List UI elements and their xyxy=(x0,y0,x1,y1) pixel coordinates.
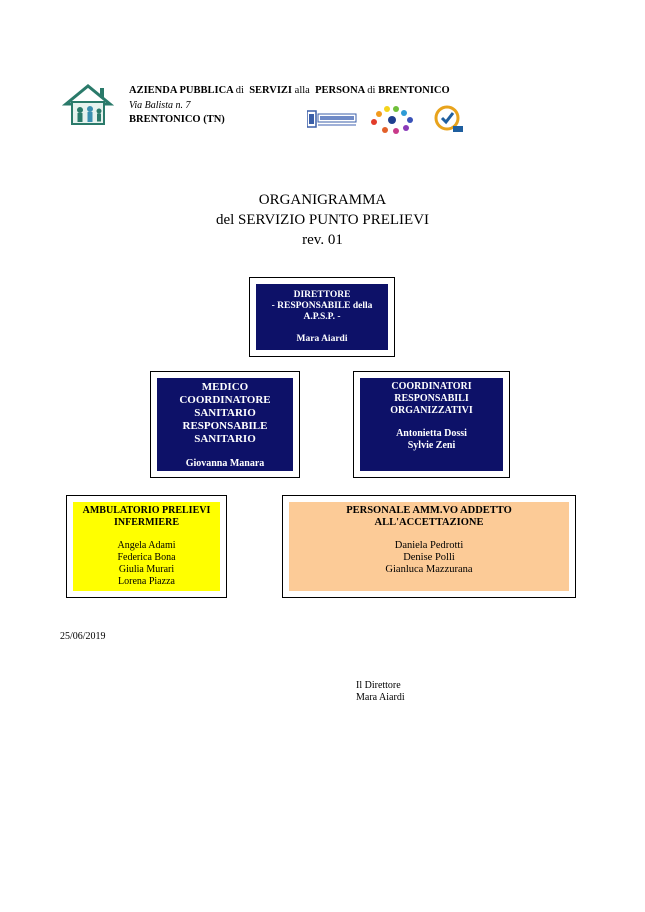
medico-line-1: MEDICO xyxy=(201,381,249,393)
admin-staff-box: PERSONALE AMM.VO ADDETTO ALL'ACCETTAZION… xyxy=(282,495,576,598)
title-line-3: rev. 01 xyxy=(302,232,343,248)
personale-line-1: PERSONALE AMM.VO ADDETTO xyxy=(346,505,512,516)
iso-cert-logo xyxy=(433,104,465,134)
medico-line-5: SANITARIO xyxy=(194,433,256,445)
title-line-1: ORGANIGRAMMA xyxy=(258,192,387,208)
staff-name: Gianluca Mazzurana xyxy=(385,564,473,575)
medical-coordinator-box: MEDICO COORDINATORE SANITARIO RESPONSABI… xyxy=(150,371,300,478)
signature-name: Mara Aiardi xyxy=(356,692,405,703)
director-role-line-1: DIRETTORE xyxy=(293,290,351,300)
medico-line-2: COORDINATORE xyxy=(179,394,271,406)
director-role-line-3: A.P.S.P. - xyxy=(303,312,341,322)
title-block: ORGANIGRAMMA del SERVIZIO PUNTO PRELIEVI… xyxy=(0,190,645,250)
staff-name: Daniela Pedrotti xyxy=(394,540,464,551)
coord-line-1: COORDINATORI xyxy=(391,381,472,392)
coord-name: Sylvie Zeni xyxy=(407,440,456,451)
director-box: DIRETTORE - RESPONSABILE della A.P.S.P. … xyxy=(249,277,395,357)
admin-staff-box-inner: PERSONALE AMM.VO ADDETTO ALL'ACCETTAZION… xyxy=(289,502,569,591)
organizational-coordinators-box-inner: COORDINATORI RESPONSABILI ORGANIZZATIVI … xyxy=(360,378,503,471)
org-city: BRENTONICO (TN) xyxy=(129,114,225,125)
title-line-2: del SERVIZIO PUNTO PRELIEVI xyxy=(215,212,430,228)
house-figures-logo xyxy=(61,82,115,128)
org-name: AZIENDA PUBBLICA di SERVIZI alla PERSONA… xyxy=(129,85,450,96)
nurse-name: Giulia Murari xyxy=(118,564,175,575)
medical-coordinator-box-inner: MEDICO COORDINATORE SANITARIO RESPONSABI… xyxy=(157,378,293,471)
director-role-line-2: - RESPONSABILE della xyxy=(271,301,373,311)
coord-line-3: ORGANIZZATIVI xyxy=(390,405,473,416)
medico-line-3: SANITARIO xyxy=(194,407,256,419)
organizational-coordinators-box: COORDINATORI RESPONSABILI ORGANIZZATIVI … xyxy=(353,371,510,478)
signature-role: Il Direttore xyxy=(356,680,401,691)
staff-name: Denise Polli xyxy=(403,552,455,563)
ambul-line-2: INFERMIERE xyxy=(113,517,179,528)
blood-draw-nurses-box-inner: AMBULATORIO PRELIEVI INFERMIERE Angela A… xyxy=(73,502,220,591)
director-name: Mara Aiardi xyxy=(296,334,348,344)
nurse-name: Lorena Piazza xyxy=(118,576,175,587)
ring-of-figures-logo xyxy=(368,104,416,134)
personale-line-2: ALL'ACCETTAZIONE xyxy=(374,517,484,528)
blood-draw-nurses-box: AMBULATORIO PRELIEVI INFERMIERE Angela A… xyxy=(66,495,227,598)
ambul-line-1: AMBULATORIO PRELIEVI xyxy=(82,505,211,516)
nurse-name: Federica Bona xyxy=(117,552,176,563)
org-address: Via Balista n. 7 xyxy=(129,100,191,111)
director-box-inner: DIRETTORE - RESPONSABILE della A.P.S.P. … xyxy=(256,284,388,350)
coord-name: Antonietta Dossi xyxy=(396,428,467,439)
quality-cert-logo xyxy=(306,109,357,131)
medico-name: Giovanna Manara xyxy=(185,458,265,469)
medico-line-4: RESPONSABILE xyxy=(182,420,268,432)
coord-line-2: RESPONSABILI xyxy=(394,393,469,404)
document-date: 25/06/2019 xyxy=(60,631,106,642)
nurse-name: Angela Adami xyxy=(117,540,176,551)
